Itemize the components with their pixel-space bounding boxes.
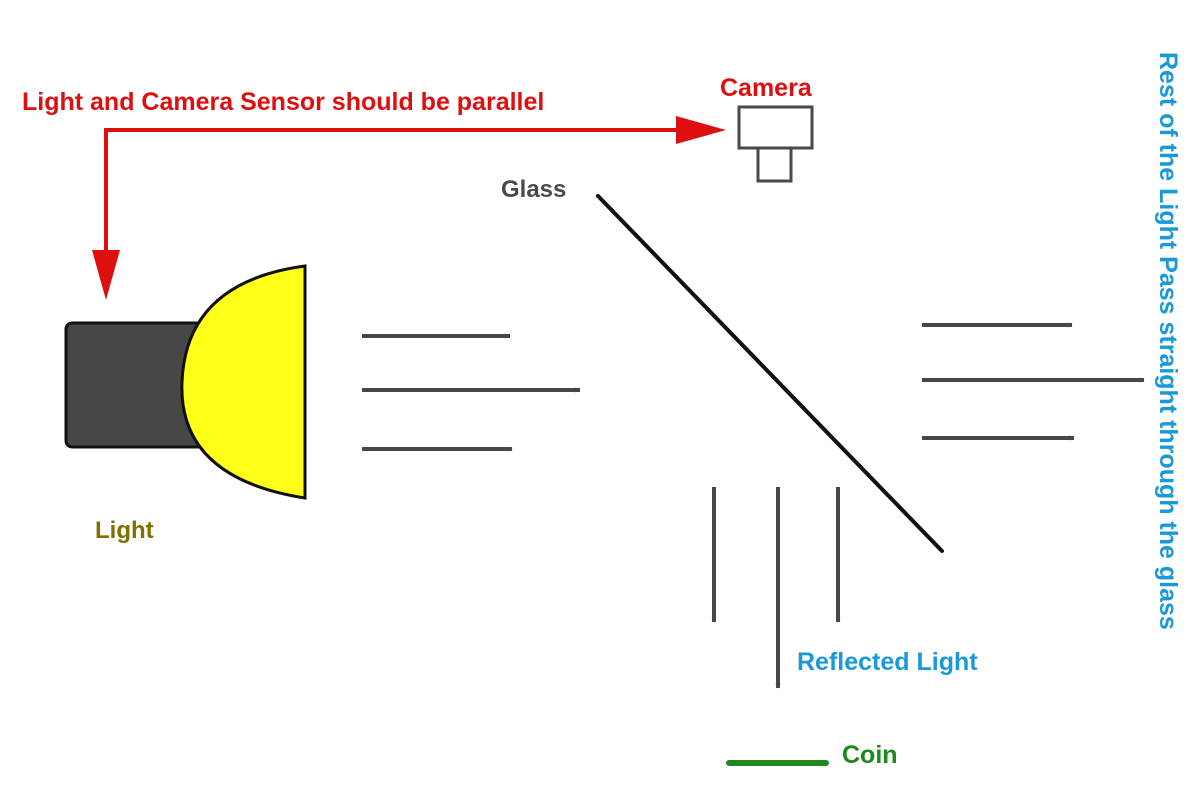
- camera-icon: [737, 105, 814, 183]
- parallel-connector: [92, 116, 726, 300]
- reflected-light-label: Reflected Light: [797, 648, 978, 676]
- pass-through-label: Rest of the Light Pass straight through …: [1154, 52, 1182, 630]
- transmitted-light-arrows: [922, 322, 1145, 441]
- glass-label: Glass: [501, 176, 566, 203]
- arrowhead-to-light: [92, 250, 120, 300]
- incident-light-arrows: [362, 333, 581, 452]
- instruction-label: Light and Camera Sensor should be parall…: [22, 88, 544, 116]
- lamp-bulb: [180, 264, 307, 500]
- light-label: Light: [95, 517, 154, 544]
- lamp-icon: [64, 264, 307, 500]
- glass-pane: [596, 194, 944, 553]
- camera-label: Camera: [720, 74, 813, 102]
- arrowhead-to-camera: [676, 116, 726, 144]
- coin-label: Coin: [842, 741, 898, 769]
- reflected-light-arrows: [711, 487, 841, 689]
